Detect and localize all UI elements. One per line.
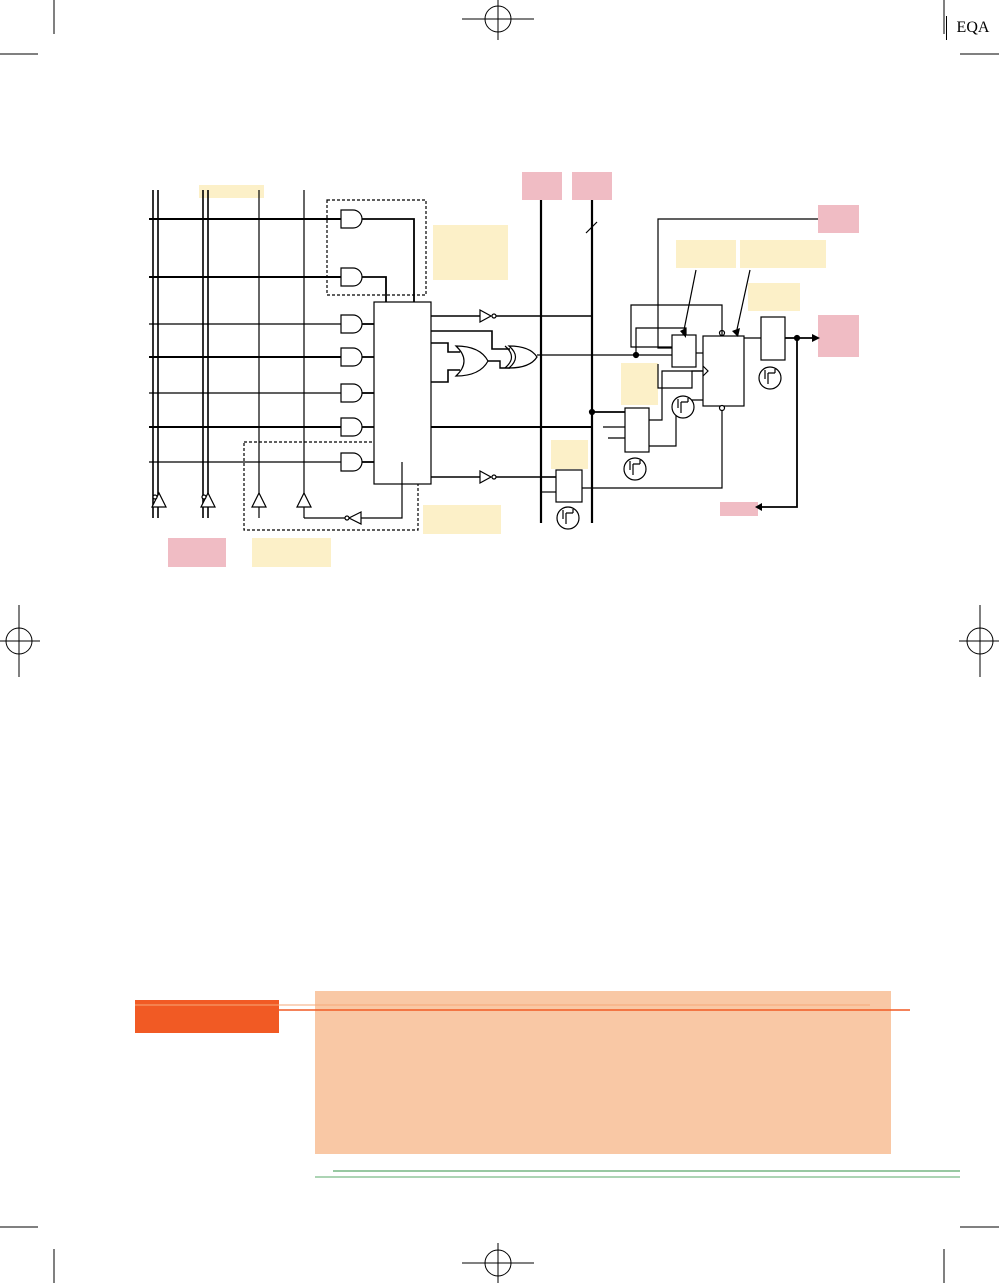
callout-box [315,991,891,1154]
dashed-group-bottom [243,441,419,531]
input-bus [151,190,312,518]
product-term-lines [149,218,341,463]
prog-cells [556,366,782,530]
and-gates [340,209,363,472]
corner-tag: EQA [946,16,999,40]
dashed-group-top [326,199,427,296]
